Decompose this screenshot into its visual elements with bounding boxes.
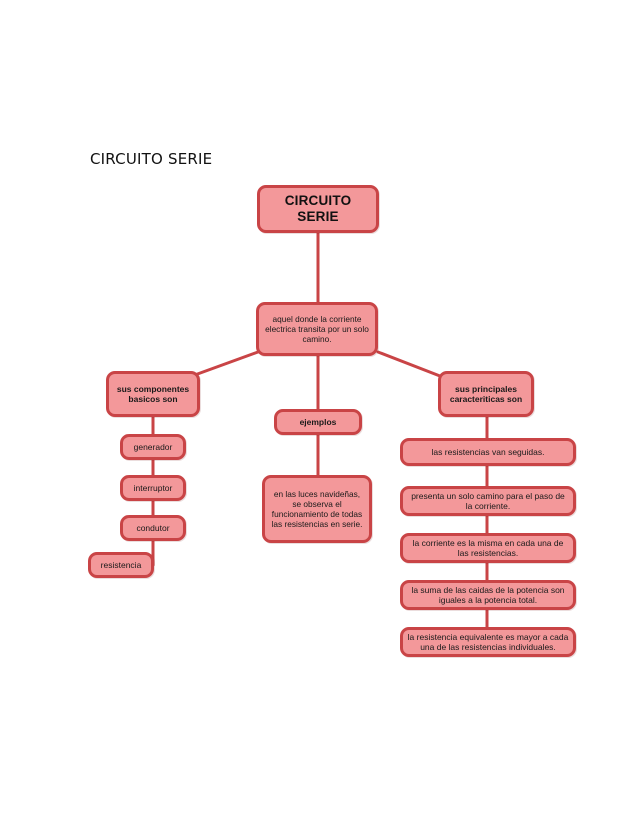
characteristic-item-text: las resistencias van seguidas. [431,446,545,457]
component-item-interruptor: interruptor [120,475,186,501]
document-heading: CIRCUITO SERIE [90,150,213,168]
characteristic-item-text: presenta un solo camino para el paso de … [411,490,565,511]
connector-definition-components [190,350,260,378]
characteristics-label: sus principales caracteriticas son [449,383,523,404]
component-item-label: interruptor [133,482,173,493]
example-item-text: en las luces navideñas, se observa el fu… [271,488,363,530]
characteristic-item: presenta un solo camino para el paso de … [400,486,576,516]
characteristic-item: la resistencia equivalente es mayor a ca… [400,627,576,657]
example-item: en las luces navideñas, se observa el fu… [262,475,372,543]
component-item-label: condutor [136,522,170,533]
characteristics-node: sus principales caracteriticas son [438,371,534,417]
characteristic-item-text: la corriente es la misma en cada una de … [412,537,564,558]
definition-text: aquel donde la corriente electrica trans… [265,313,369,345]
components-node: sus componentes basicos son [106,371,200,417]
characteristic-item-text: la suma de las caidas de la potencia son… [411,584,565,605]
connector-definition-characteristics [376,350,442,378]
components-label: sus componentes basicos son [116,383,190,404]
root-node: CIRCUITO SERIE [257,185,379,233]
component-item-generador: generador [120,434,186,460]
characteristic-item: la corriente es la misma en cada una de … [400,533,576,563]
characteristic-item: las resistencias van seguidas. [400,438,576,466]
examples-node: ejemplos [274,409,362,435]
examples-label: ejemplos [299,416,337,427]
root-label: CIRCUITO SERIE [284,192,352,224]
component-item-label: resistencia [100,559,142,570]
component-item-resistencia: resistencia [88,552,154,578]
characteristic-item-text: la resistencia equivalente es mayor a ca… [407,631,569,652]
characteristic-item: la suma de las caidas de la potencia son… [400,580,576,610]
component-item-condutor: condutor [120,515,186,541]
component-item-label: generador [133,441,173,452]
definition-node: aquel donde la corriente electrica trans… [256,302,378,356]
